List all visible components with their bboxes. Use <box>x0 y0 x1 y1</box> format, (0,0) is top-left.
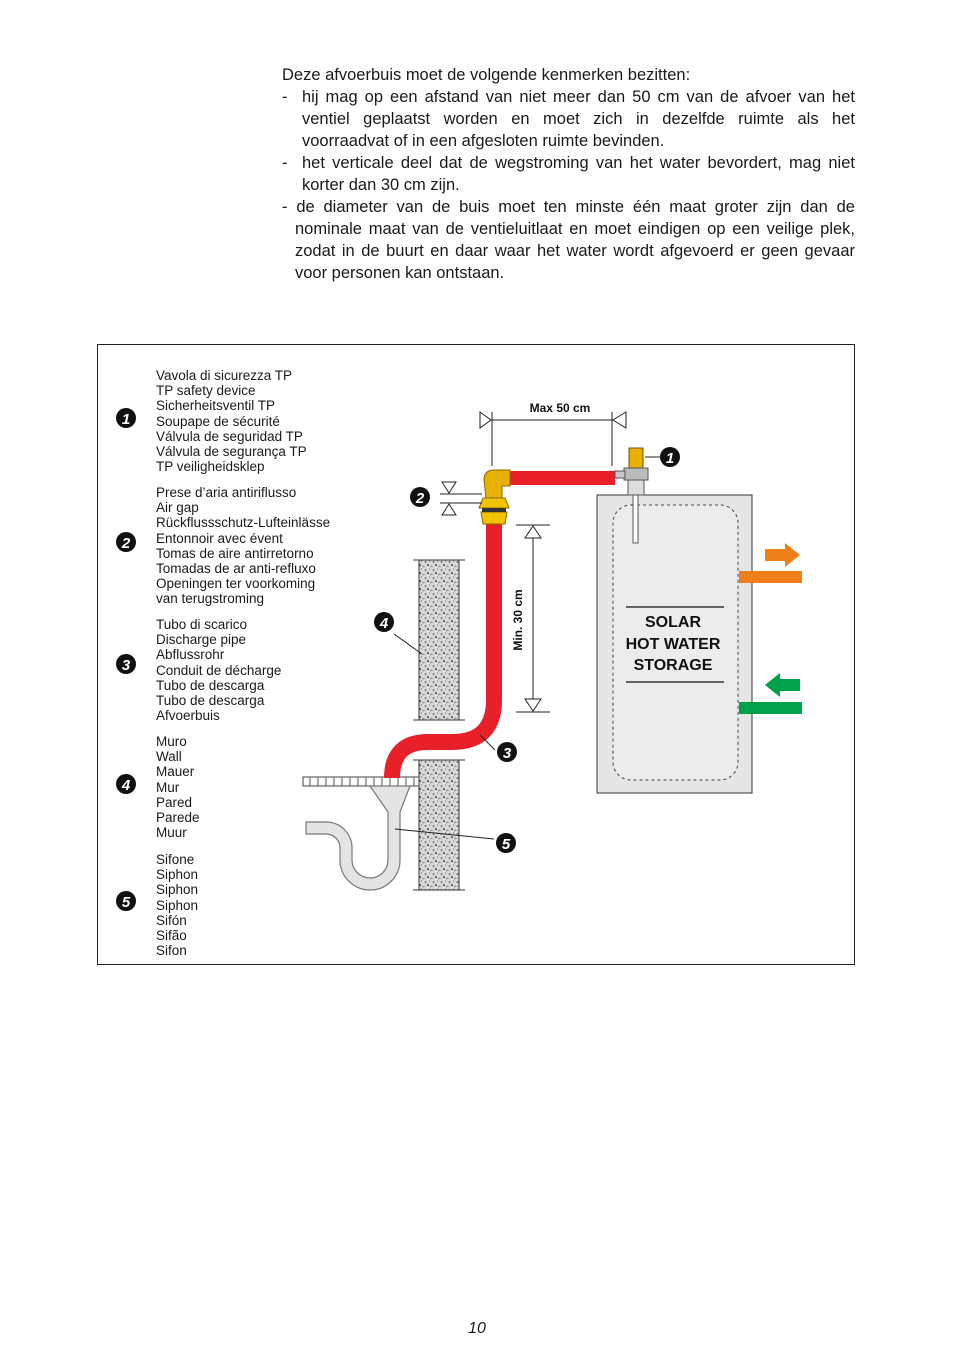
legend-line: Soupape de sécurité <box>156 413 280 429</box>
callout-1: 1 <box>660 447 680 467</box>
legend-line: Muro <box>156 734 187 749</box>
figure-frame <box>97 344 855 965</box>
legend-line: Tubo di scarico <box>156 617 248 632</box>
list-text: het verticale deel dat de wegstroming va… <box>302 154 855 194</box>
list-text: de diameter van de buis moet ten minste … <box>295 198 855 282</box>
list-marker: - <box>282 154 288 172</box>
leader-line-3 <box>479 734 496 751</box>
callout-3: 3 <box>497 742 517 762</box>
legend-line: TP veiligheidsklep <box>156 459 265 475</box>
legend-item-2: Prese d’aria antiriflusso Air gap Rückfl… <box>156 485 330 607</box>
svg-text:4: 4 <box>379 615 389 632</box>
tank-label-line1: SOLAR <box>645 614 701 631</box>
legend-line: Tubo de descarga <box>156 677 265 693</box>
legend-item-3: Tubo di scarico Discharge pipe Abflussro… <box>156 617 281 723</box>
legend-item-5: Sifone Siphon Siphon Siphon Sifón Sifão … <box>156 852 198 958</box>
legend-line: van terugstroming <box>156 591 265 607</box>
legend-line: Sicherheitsventil TP <box>156 398 276 414</box>
svg-text:5: 5 <box>502 836 511 853</box>
legend-line: Válvula de segurança TP <box>156 444 307 460</box>
legend-line: Air gap <box>156 500 199 516</box>
max-label: Max 50 cm <box>530 401 591 415</box>
legend-line: Mauer <box>156 764 195 780</box>
legend-line: Rückflussschutz-Lufteinlässe <box>156 515 331 531</box>
legend-line: Muur <box>156 825 187 841</box>
legend-badge-5: 5 <box>116 891 136 911</box>
hot-outlet-arrow <box>739 543 802 583</box>
air-gap-marker <box>440 481 482 516</box>
svg-text:4: 4 <box>121 777 131 794</box>
svg-text:2: 2 <box>415 490 425 507</box>
callout-5: 5 <box>496 833 516 853</box>
legend-line: Pared <box>156 794 193 810</box>
legend-line: Tubo de descarga <box>156 693 265 709</box>
legend-line: Conduit de décharge <box>156 662 282 678</box>
legend-line: Tomas de aire antirretorno <box>156 545 314 561</box>
legend-item-4: Muro Wall Mauer Mur Pared Parede Muur <box>156 734 200 840</box>
legend-line: Siphon <box>156 897 199 913</box>
legend-line: Tomadas de ar anti-refluxo <box>156 561 316 577</box>
max-dimension: Max 50 cm <box>479 401 627 466</box>
legend-line: Abflussrohr <box>156 647 225 663</box>
callout-2: 2 <box>410 487 430 507</box>
svg-text:1: 1 <box>122 411 130 428</box>
legend-line: Prese d’aria antiriflusso <box>156 485 297 500</box>
floor-grate <box>302 776 420 787</box>
legend-badge-3: 3 <box>116 654 136 674</box>
list-text: hij mag op een afstand van niet meer dan… <box>302 88 855 150</box>
legend-line: TP safety device <box>156 383 256 399</box>
tp-valve <box>614 447 649 544</box>
legend-line: Válvula de seguridad TP <box>156 428 303 444</box>
svg-text:2: 2 <box>121 535 131 552</box>
legend-line: Sifone <box>156 852 195 867</box>
legend-line: Afvoerbuis <box>156 708 220 724</box>
legend-line: Vavola di sicurezza TP <box>156 368 293 383</box>
legend-line: Siphon <box>156 867 199 883</box>
legend-badge-2: 2 <box>116 532 136 552</box>
storage-tank: SOLAR HOT WATER STORAGE <box>596 494 753 794</box>
legend-line: Siphon <box>156 882 199 898</box>
legend-line: Wall <box>156 749 182 765</box>
legend-item-1: Vavola di sicurezza TP TP safety device … <box>156 368 307 474</box>
legend-line: Entonnoir avec évent <box>156 530 283 546</box>
svg-text:3: 3 <box>122 657 131 674</box>
list-item: -hij mag op een afstand van niet meer da… <box>282 86 855 152</box>
legend-line: Parede <box>156 810 200 826</box>
legend-line: Sifão <box>156 928 187 944</box>
svg-text:3: 3 <box>503 745 512 762</box>
legend-line: Openingen ter voorkoming <box>156 576 316 592</box>
air-gap <box>478 469 511 525</box>
legend-line: Discharge pipe <box>156 632 247 648</box>
svg-text:1: 1 <box>666 450 674 467</box>
legend-line: Sifón <box>156 912 187 928</box>
min-label: Min. 30 cm <box>511 589 525 650</box>
list-marker: - <box>282 198 288 216</box>
intro-text: Deze afvoerbuis moet de volgende kenmerk… <box>282 64 855 284</box>
intro-lead: Deze afvoerbuis moet de volgende kenmerk… <box>282 66 691 84</box>
min-dimension: Min. 30 cm <box>511 524 550 713</box>
callout-4: 4 <box>374 612 394 632</box>
legend-badge-1: 1 <box>116 408 136 428</box>
wall <box>413 559 465 891</box>
list-marker: - <box>282 88 288 106</box>
leader-line-5 <box>394 828 495 840</box>
legend-line: Sifon <box>156 943 187 959</box>
tank-label-line3: STORAGE <box>634 657 713 674</box>
siphon <box>305 785 411 891</box>
legend-line: Mur <box>156 779 180 795</box>
list-item: -het verticale deel dat de wegstroming v… <box>282 152 855 196</box>
page-number: 10 <box>468 1320 486 1337</box>
tank-label-line2: HOT WATER <box>626 636 721 653</box>
discharge-pipe <box>384 508 502 779</box>
list-item: - de diameter van de buis moet ten minst… <box>282 196 855 284</box>
svg-text:5: 5 <box>122 894 131 911</box>
leader-line-4 <box>393 633 423 655</box>
cold-inlet-arrow <box>739 673 802 714</box>
legend-badge-4: 4 <box>116 774 136 794</box>
